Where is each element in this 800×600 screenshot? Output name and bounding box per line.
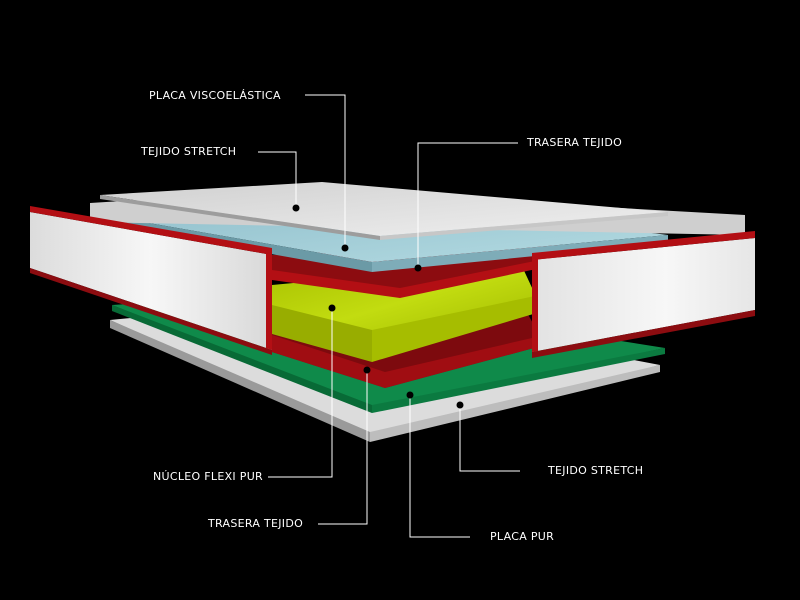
label-placa-pur: PLACA PUR — [490, 530, 555, 543]
leader-lines — [258, 94, 520, 538]
leader-tejido-stretch-bottom — [459, 405, 520, 472]
label-tejido-stretch-bottom: TEJIDO STRETCH — [548, 464, 644, 477]
dot-nucleo — [328, 304, 336, 312]
dot-placa-visco — [341, 244, 349, 252]
leader-nucleo — [268, 308, 333, 478]
label-tejido-stretch-top: TEJIDO STRETCH — [141, 145, 237, 158]
leader-placa-pur — [409, 395, 470, 538]
dot-trasera-tejido-top — [414, 264, 422, 272]
dot-trasera-tejido-bottom — [363, 366, 371, 374]
dot-tejido-stretch-bottom — [456, 401, 464, 409]
leader-trasera-tejido-bottom — [318, 370, 368, 525]
dot-placa-pur — [406, 391, 414, 399]
leader-placa-visco — [305, 94, 346, 248]
label-placa-viscoelastica: PLACA VISCOELÁSTICA — [149, 89, 281, 102]
right-side-panel — [532, 231, 755, 358]
label-trasera-tejido-top: TRASERA TEJIDO — [527, 136, 623, 149]
leader-tejido-stretch-top — [258, 151, 297, 208]
top-stretch-fabric — [100, 182, 668, 240]
label-trasera-tejido-bottom: TRASERA TEJIDO — [208, 517, 304, 530]
dot-tejido-stretch-top — [292, 204, 300, 212]
label-nucleo-flexi-pur: NÚCLEO FLEXI PUR — [153, 470, 264, 483]
leader-trasera-tejido-top — [417, 142, 518, 268]
left-side-panel — [30, 206, 272, 355]
leader-dots — [292, 204, 464, 409]
